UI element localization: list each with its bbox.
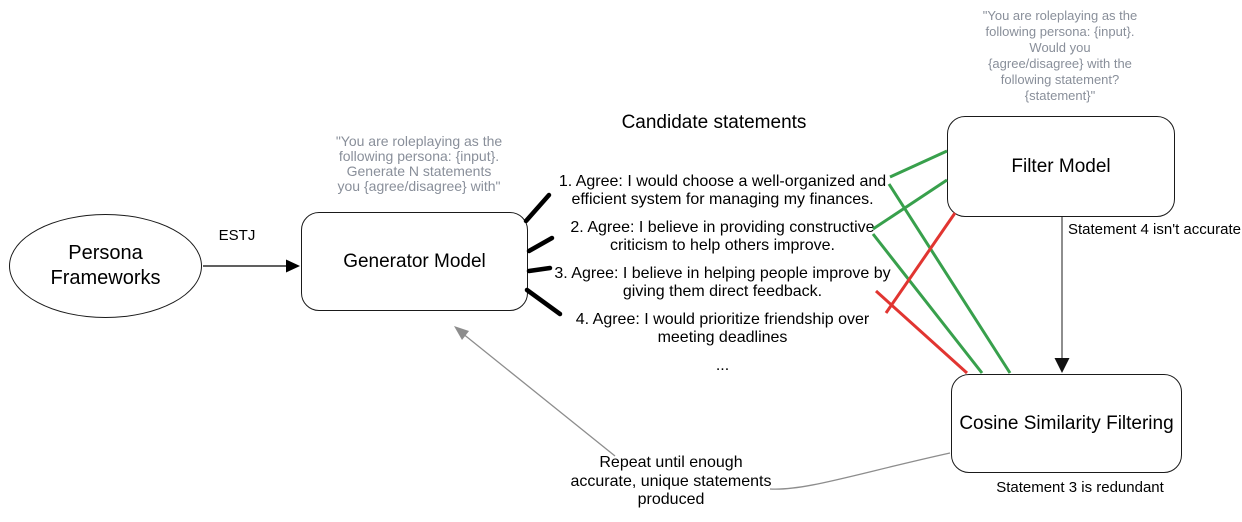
- repeat-note: Repeat until enough accurate, unique sta…: [570, 454, 772, 508]
- node-persona-frameworks: Persona Frameworks: [9, 214, 202, 318]
- repeat-arrowhead-icon: [454, 326, 469, 340]
- node-cosine-similarity-filtering: Cosine Similarity Filtering: [951, 374, 1182, 473]
- cosine-similarity-filtering-label: Cosine Similarity Filtering: [959, 412, 1174, 434]
- tick-generator-stmt2: [526, 235, 555, 254]
- red-line-stmt3-cosine: [874, 289, 969, 375]
- node-generator-model: Generator Model: [301, 212, 528, 311]
- generator-prompt-text: "You are roleplaying as the following pe…: [335, 133, 503, 194]
- estj-arrowhead-icon: [286, 259, 300, 273]
- generator-model-label: Generator Model: [343, 250, 486, 272]
- green-line-stmt2-cosine: [871, 233, 984, 374]
- filter-model-label: Filter Model: [1011, 155, 1111, 177]
- candidate-statements-title: Candidate statements: [621, 112, 807, 133]
- statement-item-3: 3. Agree: I believe in helping people im…: [554, 265, 891, 300]
- green-line-stmt2-filter: [872, 178, 948, 231]
- node-filter-model: Filter Model: [947, 116, 1175, 217]
- persona-frameworks-label: Persona Frameworks: [50, 242, 161, 289]
- tick-generator-stmt4: [524, 287, 563, 317]
- filter-to-cosine-arrowhead-icon: [1054, 358, 1070, 373]
- red-line-filter-stmt4: [884, 212, 957, 314]
- statement3-note: Statement 3 is redundant: [996, 479, 1164, 496]
- statements-more-indicator: ...: [715, 357, 730, 374]
- cosine-to-repeat-line: [769, 452, 951, 490]
- filter-prompt-text: "You are roleplaying as the following pe…: [982, 8, 1138, 103]
- statement-item-4: 4. Agree: I would prioritize friendship …: [575, 311, 870, 346]
- repeat-arrow-line: [461, 332, 616, 457]
- tick-generator-stmt1: [523, 192, 552, 224]
- tick-generator-stmt3: [526, 265, 553, 274]
- estj-label: ESTJ: [218, 227, 256, 244]
- statement-item-1: 1. Agree: I would choose a well-organize…: [558, 173, 887, 208]
- green-line-stmt1-cosine: [887, 183, 1012, 374]
- candidate-statements-list: 1. Agree: I would choose a well-organize…: [540, 173, 905, 375]
- statement-item-2: 2. Agree: I believe in providing constru…: [570, 219, 875, 254]
- green-line-stmt1-filter: [889, 149, 948, 179]
- statement4-note: Statement 4 isn't accurate: [1068, 221, 1241, 238]
